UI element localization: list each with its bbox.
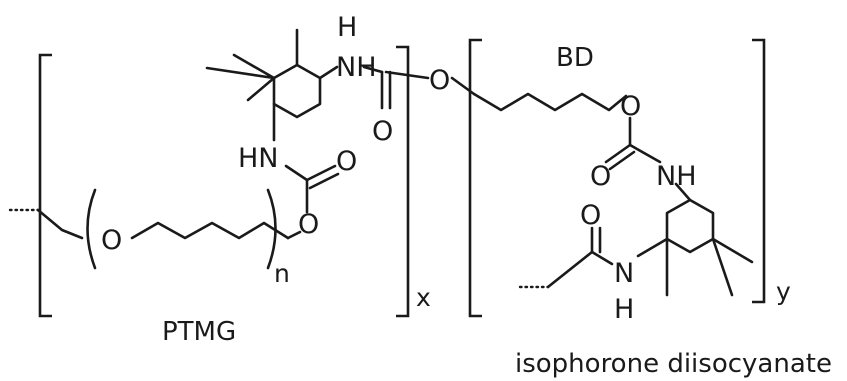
atom-o-carbonyl-left: O [336, 146, 357, 177]
atom-n-bottom: N [614, 258, 634, 289]
atom-hn-left: HN [238, 143, 279, 174]
ptmg-backbone-bonds [36, 208, 84, 240]
atom-o-carbonyl-top: O [372, 116, 393, 147]
ipdi-bottom-n-bond [636, 237, 669, 258]
right-urethane-n-ring [674, 182, 692, 202]
subscript-y: y [776, 277, 791, 306]
bd-chain-bonds [472, 92, 628, 112]
atom-nh-right: NH [656, 161, 697, 192]
ipdi-top-urethane-n-c [362, 65, 384, 74]
ipdi-top-gem-dimethyl-2 [246, 76, 276, 102]
atom-h-bottom: H [614, 294, 634, 325]
right-urethane-c-o2 [608, 150, 636, 171]
left-urethane-o-chain [286, 230, 302, 240]
atom-o-carbonyl-right: O [590, 161, 611, 192]
atom-o-link: O [429, 65, 450, 96]
left-urethane-c-o2 [308, 172, 340, 190]
ipdi-top-olink-bd [450, 76, 476, 96]
bracket-y-left [468, 38, 482, 318]
bracket-x-left [38, 53, 52, 318]
right-urethane-c-n [628, 143, 662, 164]
atom-o-amide: O [580, 200, 601, 231]
bracket-y-right [752, 38, 766, 304]
ipdi-ring-bottom [665, 198, 715, 254]
right-urethane-c-o1 [604, 143, 632, 164]
ptmg-chain-bonds [130, 221, 290, 240]
bracket-x-right [396, 45, 410, 318]
ipdi-top-gem-dimethyl [205, 53, 276, 80]
left-urethane-n-c [284, 164, 309, 182]
atom-o-ester-left: O [298, 209, 319, 240]
parenthesis-n-left [86, 188, 97, 270]
atom-h-top: H [337, 12, 357, 43]
ipdi-bottom-gem-dimethyl-1 [711, 237, 754, 264]
ipdi-bottom-gem-dimethyl-2 [711, 237, 734, 297]
left-urethane-c-o1 [305, 164, 337, 182]
ipdi-top-n-bond [318, 65, 339, 80]
ipdi-top-c-olink [384, 70, 430, 80]
ipdi-ring-top [272, 63, 322, 119]
parenthesis-n-right [266, 188, 277, 270]
amide-c-chain [546, 250, 594, 289]
atom-nh-top: NH [336, 52, 377, 83]
subscript-n: n [274, 259, 290, 288]
label-ipdi: isophorone diisocyanate [515, 349, 832, 379]
label-bd: BD [556, 43, 594, 73]
atom-o-bd-end: O [620, 91, 641, 122]
subscript-x: x [416, 283, 431, 312]
label-ptmg: PTMG [162, 317, 236, 347]
amide-c-n [590, 250, 614, 266]
atom-o-ether: O [101, 225, 122, 256]
